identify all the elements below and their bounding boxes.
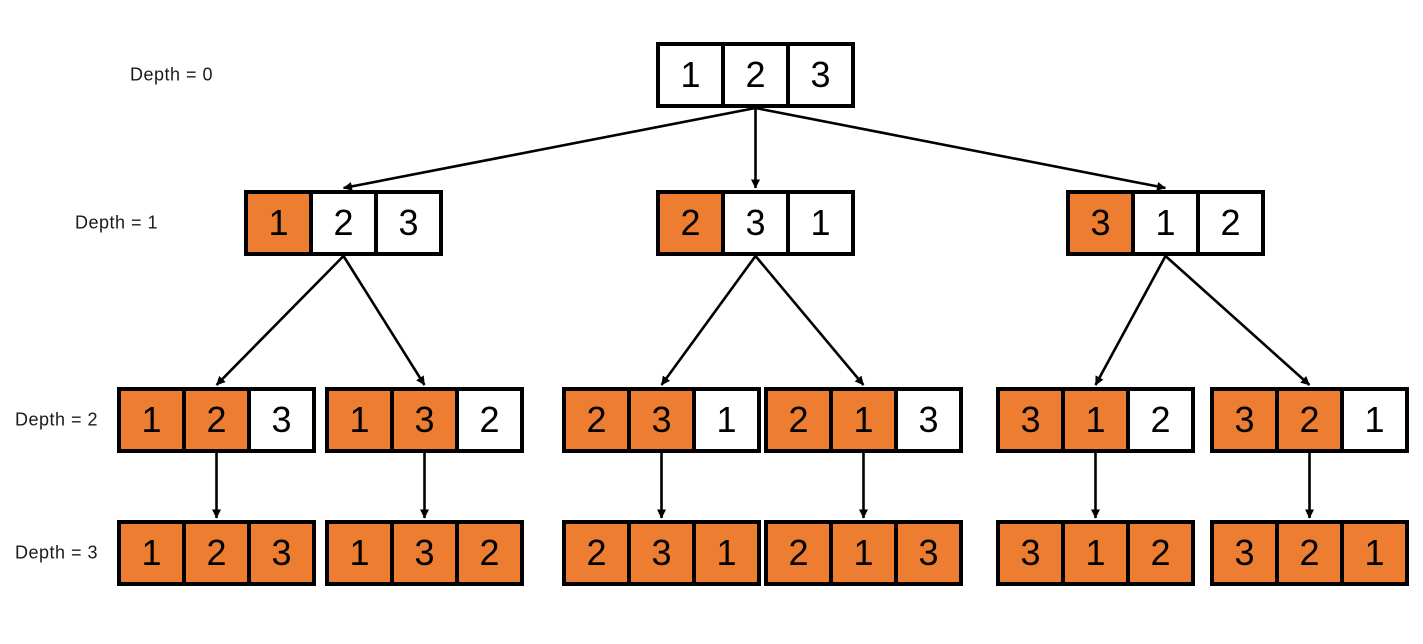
perm-cell: 2 <box>455 524 520 582</box>
perm-cell: 1 <box>692 524 757 582</box>
tree-edge <box>660 255 757 386</box>
perm-cell: 3 <box>247 524 312 582</box>
depth-label-1: Depth = 1 <box>75 212 159 233</box>
perm-cell: 2 <box>1275 524 1340 582</box>
perm-cell: 2 <box>721 46 786 104</box>
perm-cell: 2 <box>1275 391 1340 449</box>
perm-cell: 3 <box>786 46 851 104</box>
perm-cell: 3 <box>627 524 692 582</box>
perm-cell: 1 <box>329 391 390 449</box>
perm-cell: 2 <box>455 391 520 449</box>
tree-edge <box>215 255 345 386</box>
perm-cell: 1 <box>829 391 894 449</box>
perm-cell: 3 <box>1000 391 1061 449</box>
tree-edge <box>755 106 1166 191</box>
perm-cell: 2 <box>182 391 247 449</box>
perm-cell: 3 <box>1214 391 1275 449</box>
perm-cell: 2 <box>566 391 627 449</box>
perm-cell: 2 <box>660 194 721 252</box>
perm-cell: 1 <box>660 46 721 104</box>
perm-cell: 3 <box>374 194 439 252</box>
perm-cell: 1 <box>1340 391 1405 449</box>
tree-edge <box>1094 255 1167 386</box>
depth-label-0: Depth = 0 <box>130 64 214 85</box>
perm-cell: 2 <box>768 391 829 449</box>
perm-cell: 3 <box>390 524 455 582</box>
tree-edge <box>343 106 756 191</box>
tree-edge <box>1164 255 1311 386</box>
perm-cell: 1 <box>1340 524 1405 582</box>
perm-cell: 2 <box>1126 524 1191 582</box>
tree-edge <box>754 255 865 386</box>
perm-cell: 1 <box>692 391 757 449</box>
perm-cell: 2 <box>309 194 374 252</box>
perm-cell: 1 <box>1061 391 1126 449</box>
perm-cell: 3 <box>247 391 312 449</box>
perm-cell: 3 <box>894 524 959 582</box>
perm-cell: 3 <box>627 391 692 449</box>
perm-cell: 3 <box>1070 194 1131 252</box>
perm-cell: 1 <box>248 194 309 252</box>
perm-cell: 1 <box>121 391 182 449</box>
perm-cell: 1 <box>829 524 894 582</box>
perm-cell: 1 <box>1131 194 1196 252</box>
perm-cell: 3 <box>894 391 959 449</box>
perm-cell: 2 <box>1126 391 1191 449</box>
perm-cell: 3 <box>721 194 786 252</box>
perm-cell: 3 <box>1000 524 1061 582</box>
perm-cell: 1 <box>786 194 851 252</box>
depth-label-2: Depth = 2 <box>15 409 99 430</box>
perm-cell: 3 <box>1214 524 1275 582</box>
perm-cell: 2 <box>768 524 829 582</box>
perm-cell: 3 <box>390 391 455 449</box>
perm-cell: 1 <box>329 524 390 582</box>
perm-cell: 2 <box>1196 194 1261 252</box>
perm-cell: 1 <box>1061 524 1126 582</box>
tree-edge <box>342 255 426 386</box>
perm-cell: 1 <box>121 524 182 582</box>
perm-cell: 2 <box>566 524 627 582</box>
perm-cell: 2 <box>182 524 247 582</box>
depth-label-3: Depth = 3 <box>15 542 99 563</box>
